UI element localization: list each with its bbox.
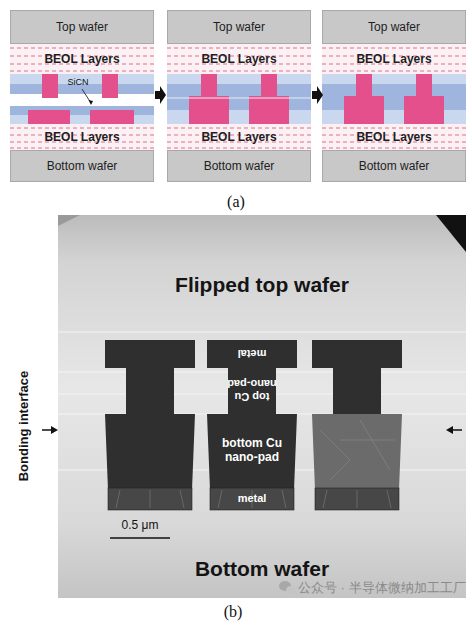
region-label-text: Flipped top wafer [175, 273, 349, 297]
layer-label: BEOL Layers [44, 52, 119, 66]
beol-band: BEOL Layers [167, 124, 311, 150]
material-label-text: SiCN [67, 77, 88, 87]
wafer-block: Bottom wafer [167, 150, 311, 182]
region-label-text: Bottom wafer [195, 557, 329, 581]
pad-label-text: bottom Cu nano-pad [212, 437, 292, 465]
beol-band: BEOL Layers [10, 44, 154, 74]
layer-label: Bottom wafer [359, 159, 430, 173]
tem-image [58, 215, 466, 598]
layer-label: BEOL Layers [356, 130, 431, 144]
layer-label: BEOL Layers [356, 52, 431, 66]
wafer-block: Top wafer [167, 10, 311, 44]
panel-label-text: (b) [224, 603, 243, 621]
wechat-icon [279, 581, 296, 594]
material-label: SiCN [64, 76, 92, 88]
interface-label: Bonding interface [15, 356, 33, 496]
region-label: Flipped top wafer [120, 270, 404, 300]
beol-band: BEOL Layers [167, 44, 311, 74]
region-label: Bottom wafer [140, 554, 384, 584]
layer-label: Top wafer [368, 20, 420, 34]
layer-label: Top wafer [213, 20, 265, 34]
layer-label: Bottom wafer [47, 159, 118, 173]
layer-label: BEOL Layers [201, 130, 276, 144]
pad-label: metal [222, 489, 282, 507]
layer-label: Top wafer [56, 20, 108, 34]
pad-label: metal [222, 344, 282, 364]
scale-label: 0.5 μm [104, 518, 176, 534]
watermark-text: 公众号 · 半导体微纳加工工厂 [298, 581, 466, 596]
wafer-block: Bottom wafer [10, 150, 154, 182]
beol-band: BEOL Layers [10, 124, 154, 150]
interface-arrow [42, 426, 462, 434]
interface-label-text: Bonding interface [17, 371, 32, 482]
layer-label: Bottom wafer [204, 159, 275, 173]
wafer-stack [167, 44, 311, 150]
pad-label: bottom Cu nano-pad [212, 434, 292, 468]
pad-label-text: metal [238, 348, 267, 361]
process-arrow [312, 86, 323, 104]
pad-label-text: top Cu nano-pad [225, 377, 279, 402]
pad-label: top Cu nano-pad [225, 370, 279, 410]
wafer-block: Bottom wafer [322, 150, 466, 182]
wafer-stack [10, 44, 154, 150]
panel-label: (a) [216, 192, 256, 212]
pad-label-text: metal [238, 492, 267, 505]
process-arrow [155, 86, 166, 104]
panel-label: (b) [213, 602, 253, 622]
layer-label: BEOL Layers [44, 130, 119, 144]
beol-band: BEOL Layers [322, 44, 466, 74]
layer-label: BEOL Layers [201, 52, 276, 66]
wafer-stack [322, 44, 466, 150]
beol-band: BEOL Layers [322, 124, 466, 150]
wafer-block: Top wafer [10, 10, 154, 44]
wafer-block: Top wafer [322, 10, 466, 44]
scale-label-text: 0.5 μm [122, 519, 159, 533]
panel-label-text: (a) [227, 193, 245, 211]
watermark: 公众号 · 半导体微纳加工工厂 [298, 579, 470, 597]
